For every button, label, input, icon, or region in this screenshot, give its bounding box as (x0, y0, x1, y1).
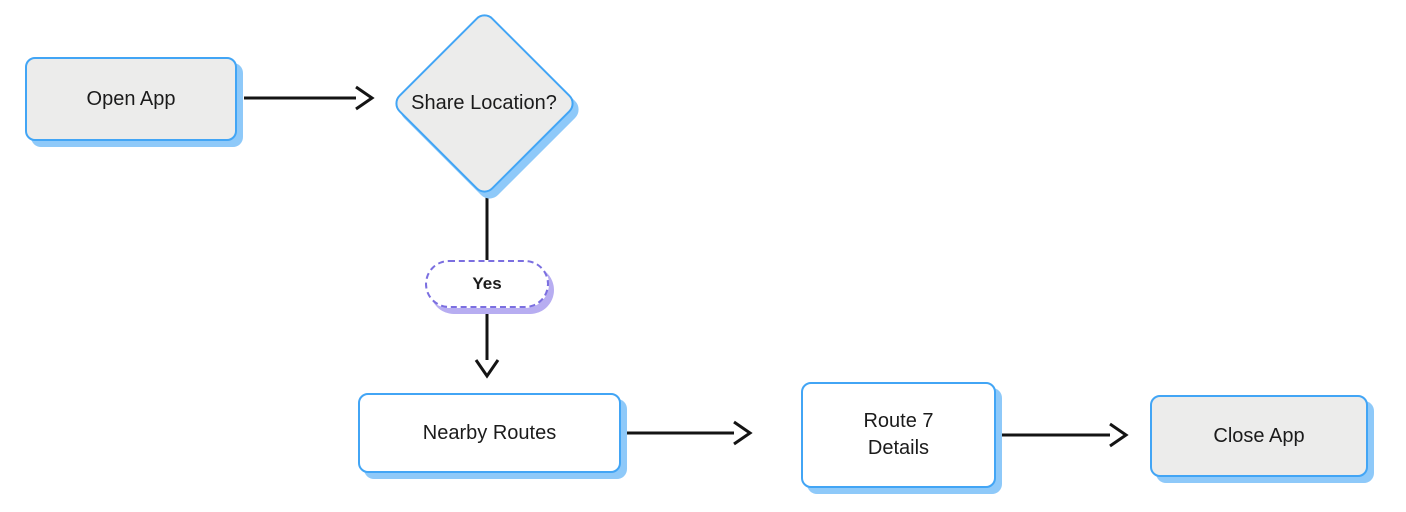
node-yes-label: Yes (472, 273, 502, 293)
node-open-app[interactable]: Open App (25, 57, 237, 141)
connector-nearby-routes-to-route-7-details (626, 420, 753, 446)
node-close-app-label: Close App (1213, 424, 1305, 447)
node-route-7-details[interactable]: Route 7 Details (801, 382, 996, 488)
node-yes[interactable]: Yes (425, 260, 549, 308)
node-route-7-details-label: Route 7 Details (863, 410, 934, 459)
arrowhead-icon (1109, 422, 1129, 448)
connector-route-7-details-to-close-app (1002, 422, 1129, 448)
arrowhead-icon (355, 85, 375, 111)
node-close-app[interactable]: Close App (1150, 395, 1368, 477)
connector-yes-to-nearby-routes (474, 310, 500, 379)
node-share-location-label: Share Location? (411, 92, 557, 114)
connector-open-app-to-share-location (244, 85, 375, 111)
node-nearby-routes[interactable]: Nearby Routes (358, 393, 621, 473)
arrowhead-icon (733, 420, 753, 446)
node-nearby-routes-label: Nearby Routes (422, 421, 557, 444)
arrowhead-icon (474, 359, 500, 379)
node-open-app-label: Open App (86, 87, 176, 110)
